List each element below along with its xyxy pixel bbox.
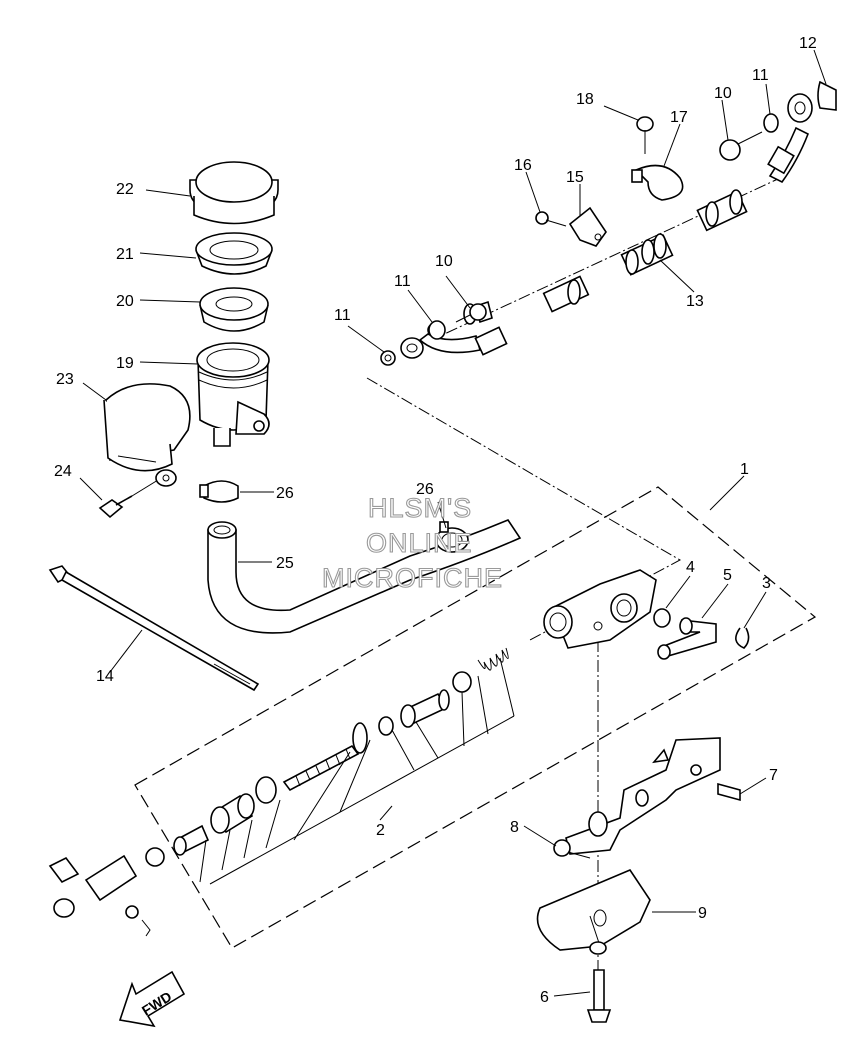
guard-bolt	[98, 469, 177, 519]
callout-26: 26	[416, 481, 434, 498]
callout-4: 4	[686, 559, 695, 576]
callout-19: 19	[116, 355, 134, 372]
circlip	[255, 776, 277, 804]
lock-nut	[145, 847, 165, 867]
watermark-line-2: ONLINE	[366, 528, 473, 558]
callout-9: 9	[698, 905, 707, 922]
callout-24: 24	[54, 463, 72, 480]
master-cylinder-body	[543, 569, 657, 649]
circlip	[735, 627, 750, 649]
hose-clamp	[199, 480, 239, 503]
bracket-bolt	[535, 211, 567, 227]
cable-tie	[48, 565, 260, 692]
callout-11: 11	[752, 67, 769, 84]
forward-direction-arrow: FWD	[118, 970, 186, 1028]
reservoir-guard	[103, 383, 191, 472]
leader-lines	[79, 49, 827, 997]
reservoir-cap	[189, 161, 279, 225]
union-bolt	[719, 113, 779, 161]
callout-labels: 1 2 3 4 5 6 7 8 9 10 10 11 11 11 12 13 1…	[54, 35, 817, 1006]
rod-end	[173, 824, 210, 856]
o-ring	[653, 608, 671, 628]
callout-21: 21	[116, 246, 134, 263]
callout-16: 16	[514, 157, 532, 174]
callout-2: 2	[376, 822, 385, 839]
piston-kit	[48, 647, 509, 937]
callout-15: 15	[566, 169, 584, 186]
union-bolt	[428, 303, 487, 340]
callout-13: 13	[686, 293, 704, 310]
hose-guide-bracket	[568, 206, 607, 247]
hose-holder	[631, 164, 684, 201]
callout-1: 1	[740, 461, 749, 478]
watermark: HLSM'S ONLINE MICROFICHE	[321, 492, 503, 593]
callout-5: 5	[723, 567, 732, 584]
piston-spring	[477, 647, 509, 671]
callout-14: 14	[96, 668, 114, 685]
dust-boot	[210, 793, 255, 834]
callout-10: 10	[714, 85, 732, 102]
heat-protector	[536, 869, 651, 951]
callout-3: 3	[762, 575, 771, 592]
watermark-line-3: MICROFICHE	[322, 563, 503, 593]
callout-17: 17	[670, 109, 688, 126]
callout-10: 10	[435, 253, 453, 270]
holder-bolt	[636, 116, 654, 154]
callout-8: 8	[510, 819, 519, 836]
hose-retainer	[817, 80, 837, 111]
callout-12: 12	[799, 35, 817, 52]
diaphragm-holder	[195, 232, 273, 275]
hose-fitting	[542, 275, 590, 313]
callout-6: 6	[540, 989, 549, 1006]
callout-20: 20	[116, 293, 134, 310]
callout-26: 26	[276, 485, 294, 502]
cylinder-mounting-bracket	[565, 737, 741, 855]
callout-22: 22	[116, 181, 134, 198]
callout-23: 23	[56, 371, 74, 388]
fluid-reservoir	[196, 342, 270, 447]
callout-25: 25	[276, 555, 294, 572]
callout-18: 18	[576, 91, 594, 108]
reservoir-diaphragm	[199, 287, 269, 332]
hose-fitting	[620, 233, 674, 276]
hose-joint	[657, 617, 717, 660]
callout-11: 11	[334, 307, 351, 324]
callout-11: 11	[394, 273, 411, 290]
callout-7: 7	[769, 767, 778, 784]
push-rod	[282, 722, 368, 792]
clevis	[48, 854, 151, 937]
bracket-bolt	[553, 839, 591, 859]
hose-fitting	[696, 189, 748, 232]
assembly-boundary	[134, 486, 817, 949]
watermark-line-1: HLSM'S	[368, 493, 472, 523]
mount-bolt	[586, 941, 612, 1023]
